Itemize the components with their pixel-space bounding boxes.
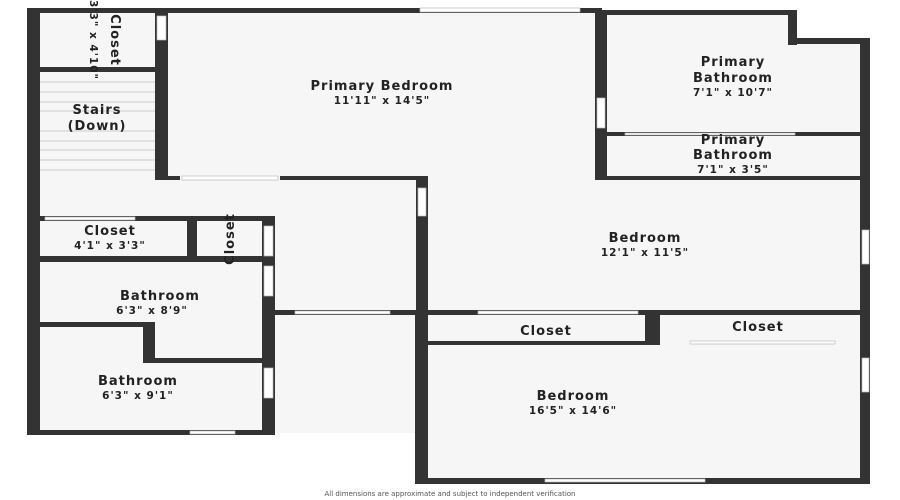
disclaimer: All dimensions are approximate and subje… bbox=[325, 490, 576, 498]
primary-bathroom-2-dimensions: 7'1" x 3'5" bbox=[697, 164, 769, 176]
primary-bedroom-dimensions: 11'11" x 14'5" bbox=[334, 95, 431, 107]
stairs-treads bbox=[40, 81, 155, 171]
bathroom-2-dimensions: 6'3" x 9'1" bbox=[102, 390, 174, 402]
room-dimensions: 3'3" x 4'10" bbox=[87, 0, 99, 80]
hall-closet-dimensions: 4'1" x 3'3" bbox=[74, 240, 146, 252]
stairs-direction: (Down) bbox=[68, 119, 127, 134]
bedroom-closet-2-name: Closet bbox=[732, 320, 784, 335]
bathroom-2-name: Bathroom bbox=[98, 374, 178, 389]
bedroom-2-dimensions: 16'5" x 14'6" bbox=[529, 405, 617, 417]
bedroom-1-name: Bedroom bbox=[609, 231, 682, 246]
bedroom-closet-1-name: Closet bbox=[520, 324, 572, 339]
room-closet-top: Closet 3'3" x 4'10" bbox=[87, 0, 122, 80]
room-name: Closet bbox=[107, 14, 122, 66]
primary-bathroom-name: Primary bbox=[701, 55, 766, 70]
primary-bathroom-2-name: Bathroom bbox=[693, 148, 773, 163]
windows-doors bbox=[44, 7, 870, 483]
bathroom-1-dimensions: 6'3" x 8'9" bbox=[116, 305, 188, 317]
primary-bathroom-name: Bathroom bbox=[693, 71, 773, 86]
primary-bathroom-dimensions: 7'1" x 10'7" bbox=[693, 87, 773, 99]
bathroom-1-name: Bathroom bbox=[120, 289, 200, 304]
primary-bedroom-name: Primary Bedroom bbox=[311, 79, 454, 94]
bedroom-2-name: Bedroom bbox=[537, 389, 610, 404]
bedroom-1-dimensions: 12'1" x 11'5" bbox=[601, 247, 689, 259]
stairs-label: Stairs bbox=[73, 103, 122, 118]
hall-closet-name: Closet bbox=[84, 224, 136, 239]
small-closet-name: Closet bbox=[223, 213, 238, 265]
primary-bathroom-2-name: Primary bbox=[701, 133, 766, 148]
